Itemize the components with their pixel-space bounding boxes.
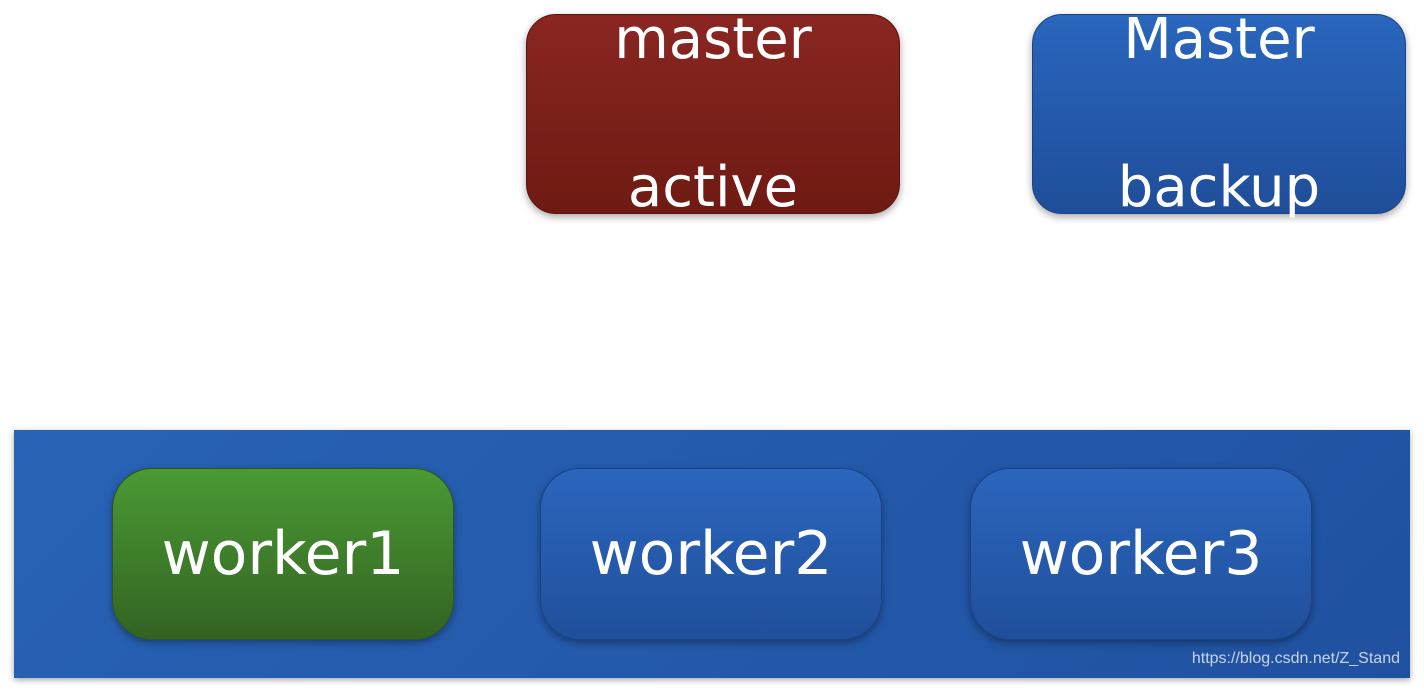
worker3-label: worker3 [1019,519,1263,589]
master-active-node: master active [526,7,900,220]
worker2-label: worker2 [589,519,833,589]
watermark: https://blog.csdn.net/Z_Stand [1191,650,1400,667]
worker1-label: worker1 [161,519,405,589]
worker1-node: worker1 [112,468,454,640]
worker3-node: worker3 [970,468,1312,640]
worker2-node: worker2 [540,468,882,640]
master-backup-label-line2: backup [1117,155,1321,220]
master-backup-label-line1: Master [1123,7,1315,72]
master-active-label-line1: master [614,7,812,72]
master-backup-node: Master backup [1032,7,1406,220]
master-active-label-line2: active [627,155,799,220]
